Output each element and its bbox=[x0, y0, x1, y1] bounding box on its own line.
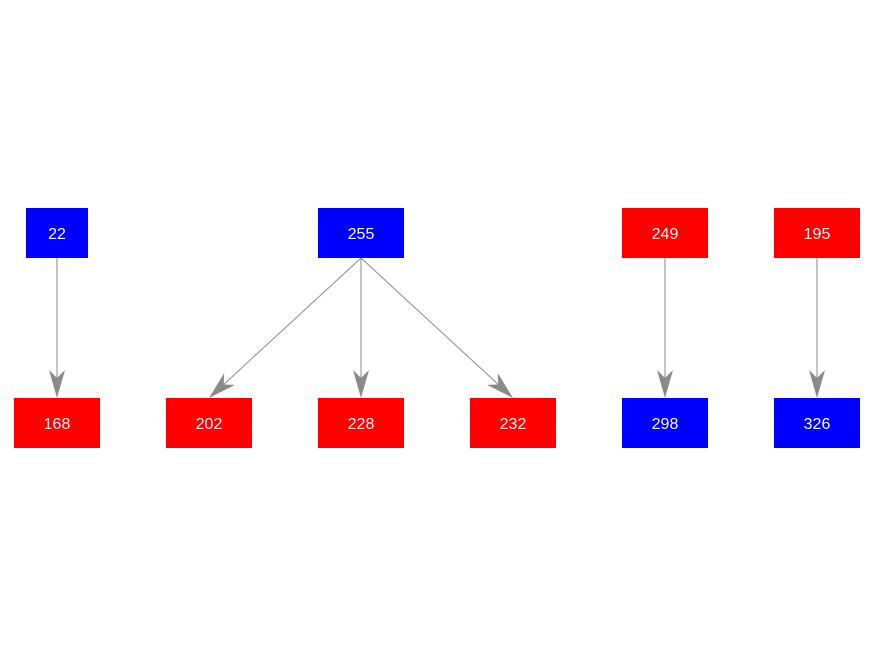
node-label: 168 bbox=[44, 416, 71, 433]
node-22: 22 bbox=[26, 208, 88, 258]
node-195: 195 bbox=[774, 208, 860, 258]
edge-line bbox=[223, 257, 362, 385]
arrowhead-icon bbox=[209, 373, 235, 398]
node-326: 326 bbox=[774, 398, 860, 448]
node-box bbox=[774, 208, 860, 258]
node-label: 326 bbox=[804, 416, 831, 433]
node-label: 228 bbox=[348, 416, 375, 433]
node-168: 168 bbox=[14, 398, 100, 448]
node-box bbox=[622, 398, 708, 448]
edge-249-to-298 bbox=[657, 258, 673, 398]
arrowhead-icon bbox=[353, 370, 369, 398]
edge-195-to-326 bbox=[809, 258, 825, 398]
node-label: 232 bbox=[500, 416, 527, 433]
node-label: 255 bbox=[348, 226, 375, 243]
arrowhead-icon bbox=[49, 370, 65, 398]
node-255: 255 bbox=[318, 208, 404, 258]
node-box bbox=[774, 398, 860, 448]
node-label: 249 bbox=[652, 226, 679, 243]
node-202: 202 bbox=[166, 398, 252, 448]
edge-255-to-228 bbox=[353, 258, 369, 398]
arrowhead-icon bbox=[487, 373, 513, 398]
edge-22-to-168 bbox=[49, 258, 65, 398]
node-box bbox=[318, 398, 404, 448]
nodes-layer: 22 255 249 195 168 202 228 232 298 326 bbox=[14, 208, 860, 448]
node-box bbox=[470, 398, 556, 448]
node-232: 232 bbox=[470, 398, 556, 448]
arrowhead-icon bbox=[657, 370, 673, 398]
node-label: 202 bbox=[196, 416, 223, 433]
edge-line bbox=[360, 257, 499, 385]
node-label: 298 bbox=[652, 416, 679, 433]
edges-layer bbox=[49, 257, 825, 398]
node-249: 249 bbox=[622, 208, 708, 258]
node-box bbox=[26, 208, 88, 258]
node-label: 22 bbox=[48, 226, 66, 243]
node-box bbox=[622, 208, 708, 258]
node-box bbox=[318, 208, 404, 258]
arrowhead-icon bbox=[809, 370, 825, 398]
node-228: 228 bbox=[318, 398, 404, 448]
edge-255-to-202 bbox=[209, 257, 362, 398]
edge-255-to-232 bbox=[360, 257, 513, 398]
node-box bbox=[166, 398, 252, 448]
node-box bbox=[14, 398, 100, 448]
node-298: 298 bbox=[622, 398, 708, 448]
node-label: 195 bbox=[804, 226, 831, 243]
